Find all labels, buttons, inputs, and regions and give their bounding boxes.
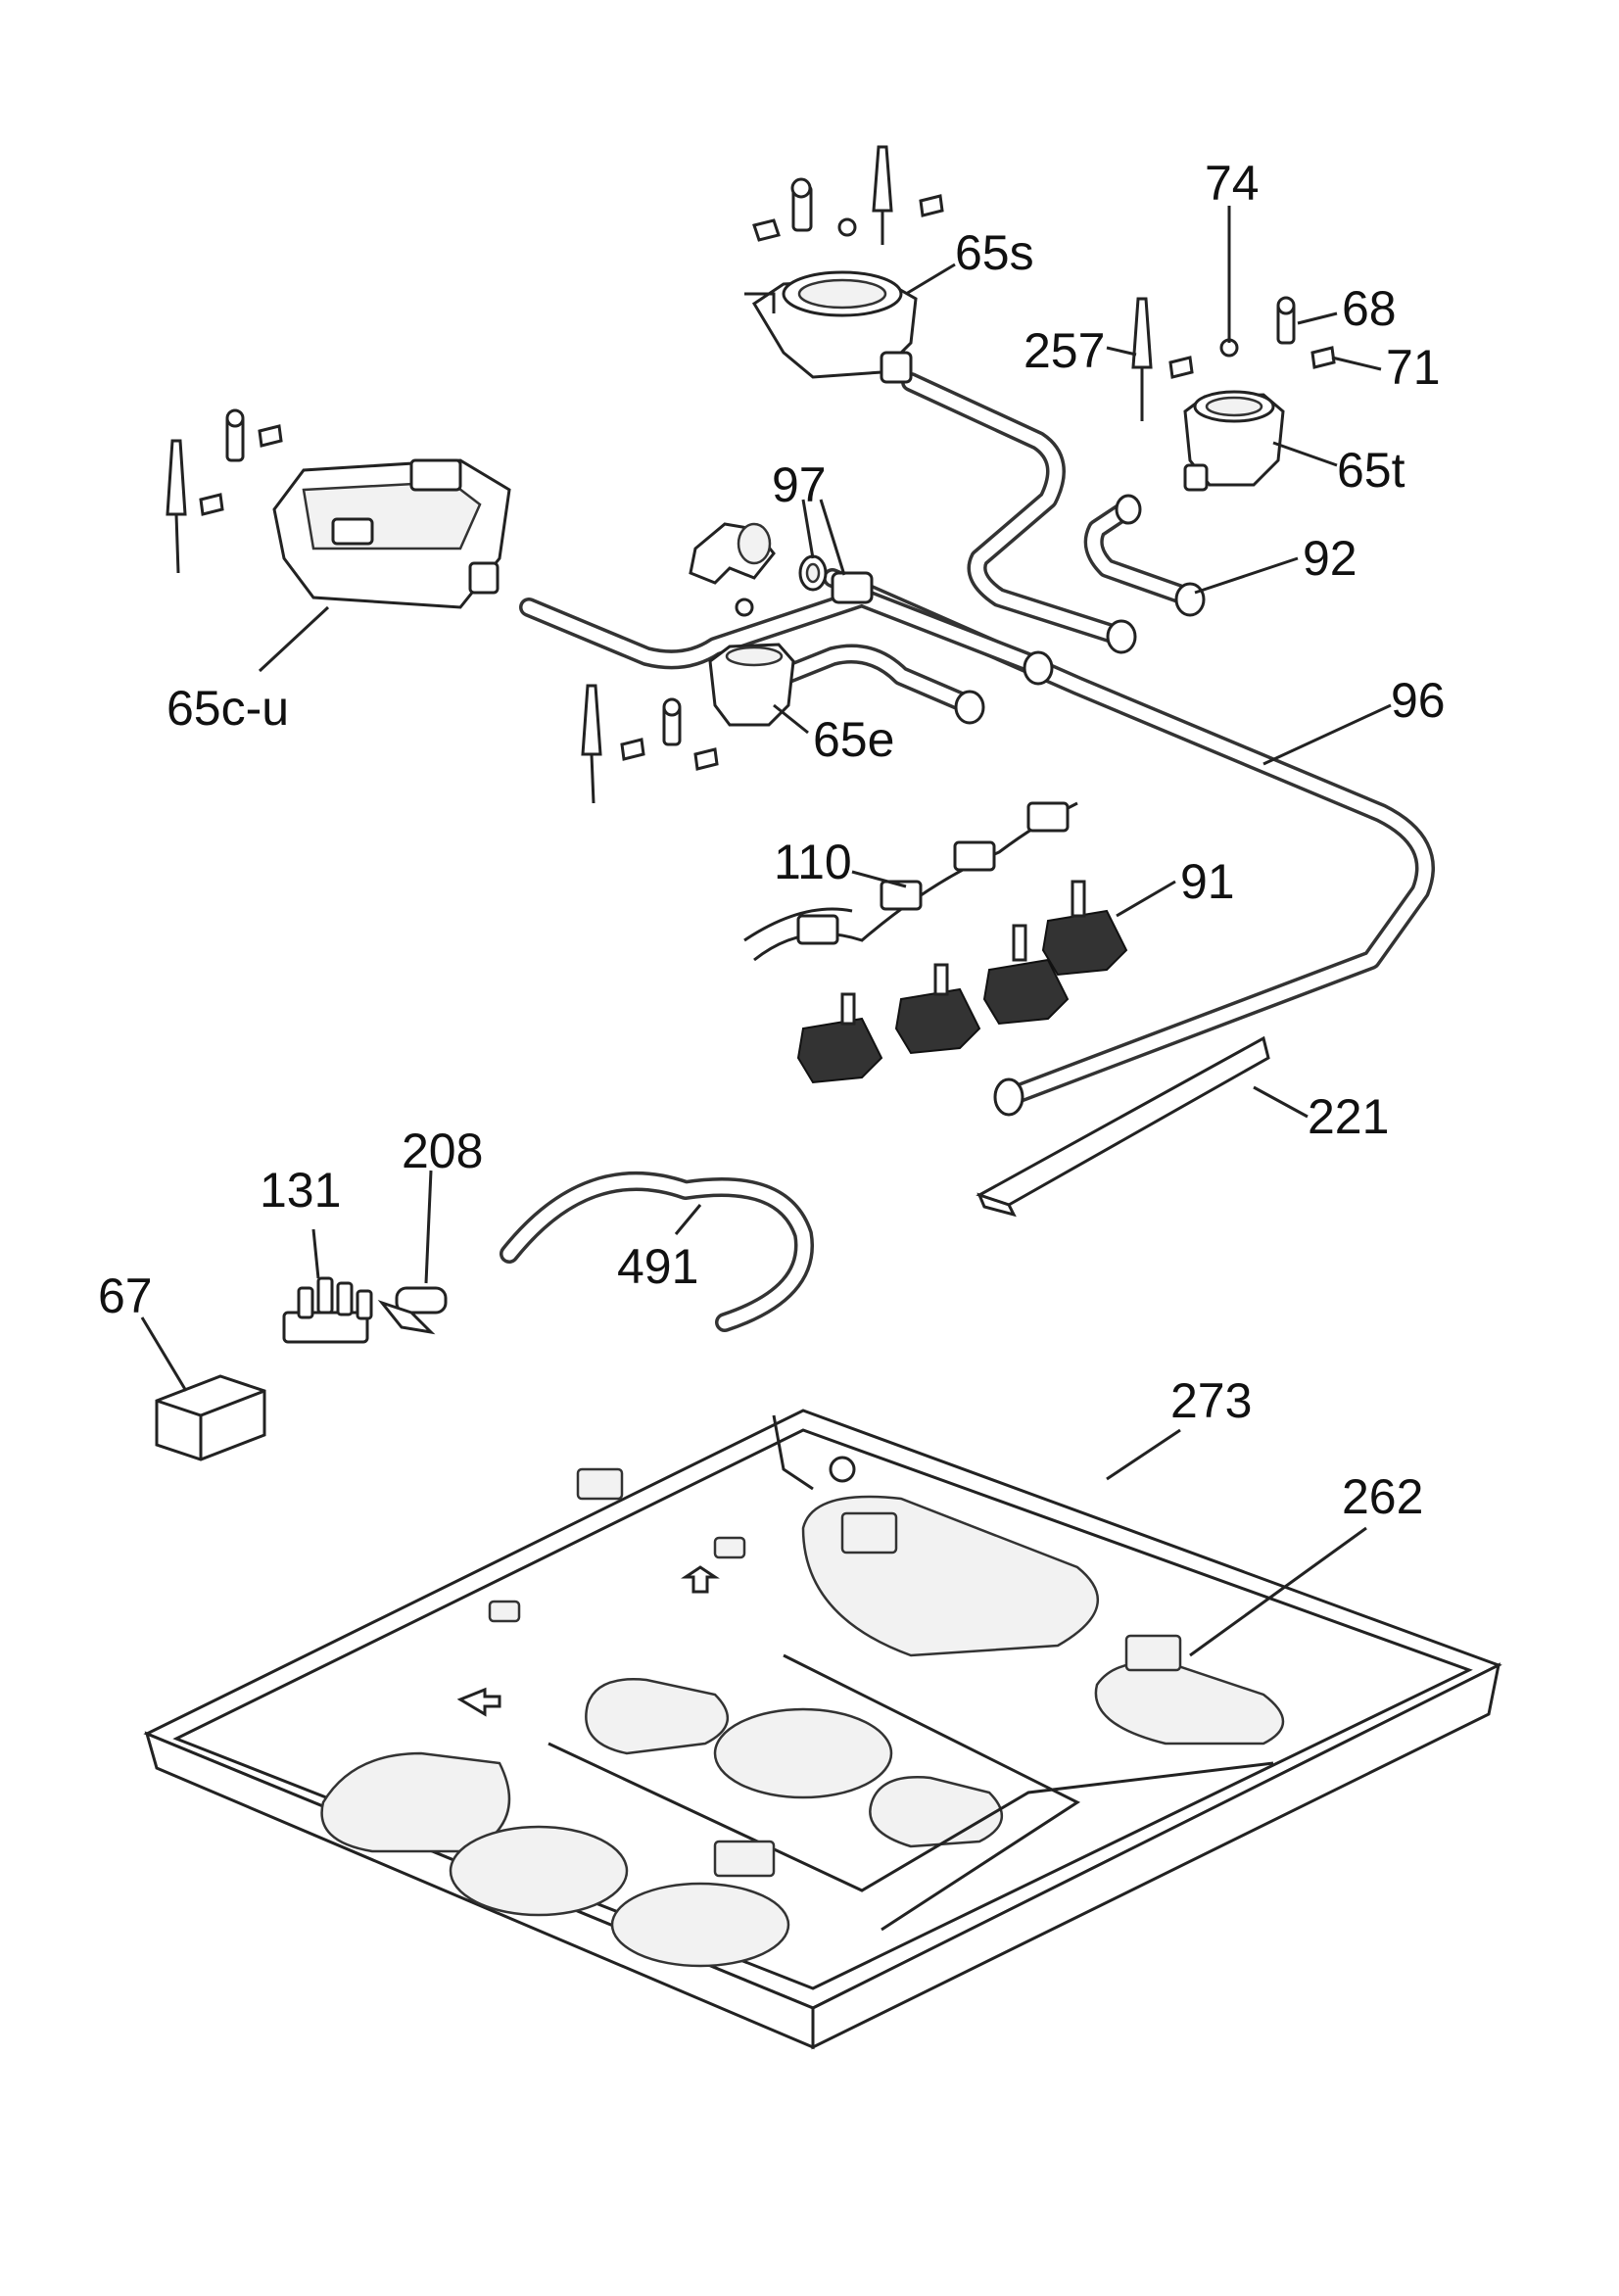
elbow-97 [689,522,828,592]
burner-65c-u-parts [166,408,283,574]
callout-208: 208 [402,1124,484,1178]
callout-91: 91 [1180,854,1235,909]
burner-65t [1183,390,1285,492]
gas-pipe-manifold [519,571,1137,725]
terminal-block-131 [282,1276,373,1344]
callout-74: 74 [1205,156,1260,211]
ignition-unit-67 [155,1374,266,1461]
callout-65c-u: 65c-u [167,681,290,736]
callout-110: 110 [774,835,852,889]
callout-257: 257 [1024,323,1106,378]
base-tray-273 [143,1409,1502,2050]
callout-97: 97 [772,457,827,512]
burner-65e-parts [581,598,754,804]
callout-65e: 65e [813,712,895,767]
callout-273: 273 [1170,1373,1253,1428]
leader-lines [140,206,1392,1657]
callout-131: 131 [260,1163,342,1218]
callout-262: 262 [1342,1469,1424,1524]
burner-65s [744,270,918,384]
igniter-harness-110 [743,801,1078,962]
burner-65e [708,643,795,727]
callout-65s: 65s [955,225,1034,280]
callout-67: 67 [98,1268,153,1323]
mounting-rail-221 [976,1035,1270,1218]
callout-68: 68 [1342,281,1397,336]
power-cable-491 [500,1171,814,1332]
callout-96: 96 [1391,673,1446,728]
gas-pipe-92 [1083,494,1206,617]
callout-92: 92 [1303,531,1357,586]
burner-65t-parts [1131,296,1336,421]
gas-pipe-upper [901,372,1131,646]
gas-valves-91 [796,880,1128,1084]
burner-65s-parts [752,145,944,245]
burner-65c-u [272,458,511,609]
cable-clamp-208 [377,1286,448,1335]
callout-491: 491 [617,1239,699,1294]
callout-65t: 65t [1337,443,1405,498]
callout-221: 221 [1308,1089,1390,1144]
callout-71: 71 [1386,340,1441,395]
gas-pipe-96 [823,568,1435,1117]
